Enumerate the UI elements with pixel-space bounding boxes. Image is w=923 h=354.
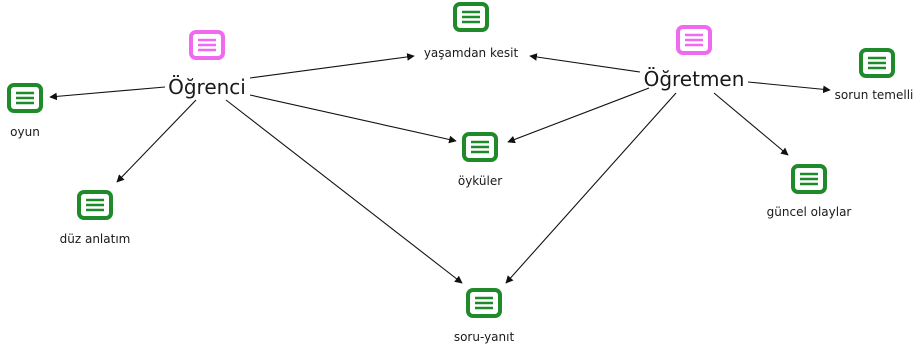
- edge-ogretmen-yasamdan: [529, 53, 641, 73]
- edge-ogretmen-guncel: [713, 92, 789, 156]
- node-label: oyun: [10, 125, 40, 139]
- edge-ogretmen-sorun: [747, 81, 831, 94]
- topic-note-icon: [466, 288, 502, 318]
- edge-ogrenci-oykuler: [249, 94, 457, 144]
- edge-ogrenci-duz: [116, 99, 197, 183]
- node-ogrenci[interactable]: Öğrenci: [168, 30, 246, 99]
- edge-ogrenci-soru: [225, 99, 463, 284]
- node-oykuler[interactable]: öyküler: [458, 132, 502, 188]
- node-label: soru-yanıt: [454, 330, 515, 344]
- node-guncel[interactable]: güncel olaylar: [767, 164, 852, 219]
- actor-note-icon: [189, 30, 225, 60]
- node-label: güncel olaylar: [767, 205, 852, 219]
- topic-note-icon: [859, 48, 895, 78]
- node-oyun[interactable]: oyun: [7, 83, 43, 139]
- node-label: sorun temelli: [835, 88, 914, 102]
- node-sorun[interactable]: sorun temelli: [835, 48, 914, 102]
- node-label: yaşamdan kesit: [424, 46, 519, 60]
- edge-ogretmen-soru: [505, 92, 677, 284]
- edge-ogrenci-oyun: [49, 86, 166, 101]
- topic-note-icon: [791, 164, 827, 194]
- node-label: öyküler: [458, 174, 502, 188]
- topic-note-icon: [453, 2, 489, 32]
- node-label: düz anlatım: [60, 232, 131, 246]
- node-duz[interactable]: düz anlatım: [60, 190, 131, 246]
- topic-note-icon: [7, 83, 43, 113]
- topic-note-icon: [77, 190, 113, 220]
- actor-note-icon: [676, 25, 712, 55]
- node-yasamdan[interactable]: yaşamdan kesit: [424, 2, 519, 60]
- node-soru[interactable]: soru-yanıt: [454, 288, 515, 344]
- edge-ogrenci-yasamdan: [249, 53, 415, 79]
- edge-ogretmen-oykuler: [507, 87, 650, 144]
- node-label: Öğretmen: [644, 67, 745, 91]
- edges: [49, 53, 831, 284]
- topic-note-icon: [462, 132, 498, 162]
- node-label: Öğrenci: [168, 75, 246, 99]
- node-ogretmen[interactable]: Öğretmen: [644, 25, 745, 91]
